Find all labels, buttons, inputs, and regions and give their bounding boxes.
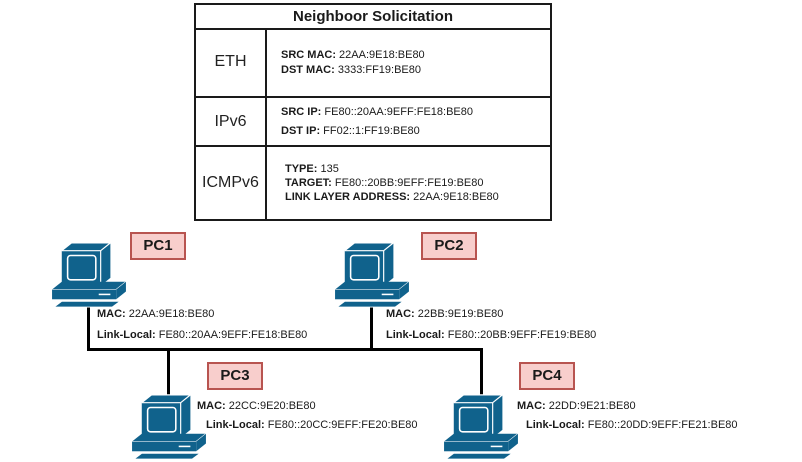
field-dst-ip: DST IP: FF02::1:FF19:BE80 <box>281 125 473 137</box>
packet-row-ipv6: IPv6 SRC IP: FE80::20AA:9EFF:FE18:BE80 D… <box>196 98 550 147</box>
layer-fields: SRC IP: FE80::20AA:9EFF:FE18:BE80 DST IP… <box>281 98 473 145</box>
host-link-local: Link-Local: FE80::20CC:9EFF:FE20:BE80 <box>206 419 418 431</box>
host-label: PC2 <box>421 232 477 260</box>
link-local-value: FE80::20AA:9EFF:FE18:BE80 <box>155 329 308 341</box>
field-key: LINK LAYER ADDRESS: <box>285 191 411 203</box>
host-label: PC3 <box>207 362 263 390</box>
field-key: DST MAC: <box>281 63 335 76</box>
host-mac: MAC: 22DD:9E21:BE80 <box>517 400 636 412</box>
field-value: FE80::20BB:9EFF:FE19:BE80 <box>331 177 484 189</box>
host-mac: MAC: 22CC:9E20:BE80 <box>197 400 316 412</box>
desktop-computer-icon <box>51 242 127 308</box>
link-local-value: FE80::20BB:9EFF:FE19:BE80 <box>444 329 597 341</box>
field-value: 135 <box>317 163 339 175</box>
wire-pc1-drop <box>87 304 90 351</box>
wire-bus <box>87 348 483 351</box>
link-local-key: Link-Local: <box>97 329 156 341</box>
layer-label: ETH <box>196 28 267 96</box>
link-local-value: FE80::20DD:9EFF:FE21:BE80 <box>584 419 738 431</box>
host-mac: MAC: 22BB:9E19:BE80 <box>386 308 503 320</box>
host-mac: MAC: 22AA:9E18:BE80 <box>97 308 214 320</box>
mac-value: 22AA:9E18:BE80 <box>125 308 215 320</box>
wire-pc4-drop <box>480 348 483 396</box>
field-src-mac: SRC MAC: 22AA:9E18:BE80 <box>281 49 425 61</box>
packet-row-eth: ETH SRC MAC: 22AA:9E18:BE80 DST MAC: 333… <box>196 28 550 98</box>
link-local-value: FE80::20CC:9EFF:FE20:BE80 <box>264 419 418 431</box>
field-dst-mac: DST MAC: 3333:FF19:BE80 <box>281 64 425 76</box>
packet-title: Neighboor Solicitation <box>196 5 550 30</box>
field-key: SRC MAC: <box>281 48 336 61</box>
desktop-computer-icon <box>334 242 410 308</box>
layer-fields: SRC MAC: 22AA:9E18:BE80 DST MAC: 3333:FF… <box>281 28 425 96</box>
field-value: FE80::20AA:9EFF:FE18:BE80 <box>321 106 473 118</box>
host-label: PC4 <box>519 362 575 390</box>
link-local-key: Link-Local: <box>526 419 585 431</box>
mac-key: MAC: <box>517 400 546 412</box>
mac-key: MAC: <box>97 308 126 320</box>
field-value: 22AA:9E18:BE80 <box>336 48 425 61</box>
field-key: DST IP: <box>281 125 321 137</box>
wire-pc3-drop <box>167 348 170 396</box>
host-link-local: Link-Local: FE80::20DD:9EFF:FE21:BE80 <box>526 419 738 431</box>
field-key: TARGET: <box>285 177 332 189</box>
packet-row-icmpv6: ICMPv6 TYPE: 135 TARGET: FE80::20BB:9EFF… <box>196 147 550 219</box>
host-label: PC1 <box>130 232 186 260</box>
host-link-local: Link-Local: FE80::20AA:9EFF:FE18:BE80 <box>97 329 307 341</box>
field-src-ip: SRC IP: FE80::20AA:9EFF:FE18:BE80 <box>281 106 473 118</box>
wire-pc2-drop <box>370 304 373 351</box>
field-value: 22AA:9E18:BE80 <box>410 191 499 203</box>
host-link-local: Link-Local: FE80::20BB:9EFF:FE19:BE80 <box>386 329 596 341</box>
mac-value: 22BB:9E19:BE80 <box>414 308 504 320</box>
field-key: TYPE: <box>285 163 318 175</box>
field-value: 3333:FF19:BE80 <box>334 63 422 76</box>
field-key: SRC IP: <box>281 106 322 118</box>
link-local-key: Link-Local: <box>206 419 265 431</box>
mac-key: MAC: <box>386 308 415 320</box>
mac-value: 22DD:9E21:BE80 <box>545 400 636 412</box>
layer-fields: TYPE: 135 TARGET: FE80::20BB:9EFF:FE19:B… <box>285 147 499 219</box>
layer-label: IPv6 <box>196 98 267 145</box>
field-link-layer-address: LINK LAYER ADDRESS: 22AA:9E18:BE80 <box>285 191 499 203</box>
field-type: TYPE: 135 <box>285 163 499 175</box>
layer-label: ICMPv6 <box>196 147 267 219</box>
field-target: TARGET: FE80::20BB:9EFF:FE19:BE80 <box>285 177 499 189</box>
link-local-key: Link-Local: <box>386 329 445 341</box>
mac-value: 22CC:9E20:BE80 <box>225 400 316 412</box>
packet-table: Neighboor Solicitation ETH SRC MAC: 22AA… <box>194 3 552 221</box>
desktop-computer-icon <box>443 394 519 460</box>
mac-key: MAC: <box>197 400 226 412</box>
field-value: FF02::1:FF19:BE80 <box>320 125 420 137</box>
